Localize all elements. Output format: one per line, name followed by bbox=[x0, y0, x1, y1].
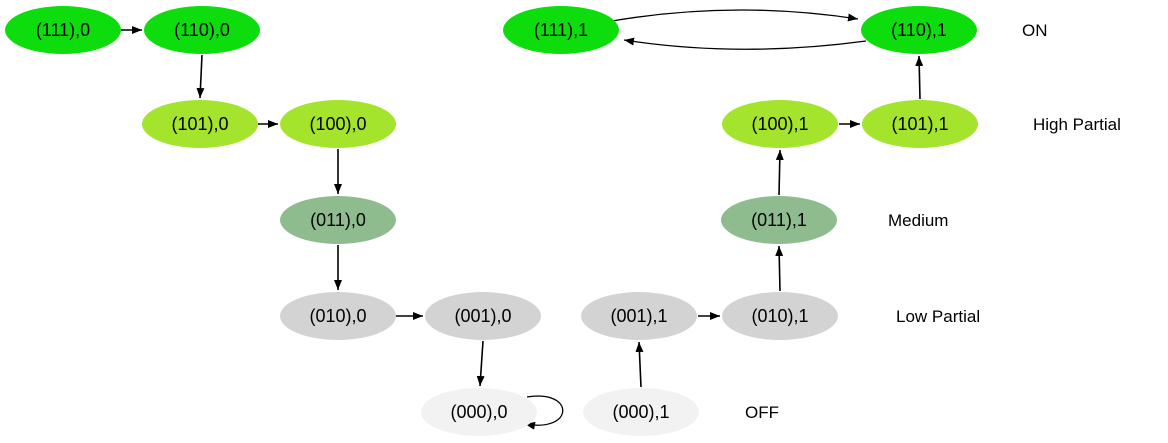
node-000-0-ellipse bbox=[421, 388, 537, 436]
node-011-1-label: (011),1 bbox=[751, 210, 807, 230]
node-110-1-ellipse bbox=[861, 6, 977, 54]
node-000-0-label: (000),0 bbox=[450, 402, 507, 422]
node-001-0: (001),0 bbox=[425, 292, 541, 340]
node-100-1: (100),1 bbox=[722, 100, 838, 148]
level-label-medium: Medium bbox=[888, 211, 948, 230]
edges-left bbox=[121, 26, 564, 430]
node-111-0-label: (111),0 bbox=[36, 20, 90, 40]
node-111-0-ellipse bbox=[5, 6, 121, 54]
node-100-0-ellipse bbox=[280, 100, 396, 148]
edge-101_1-to-110_1 bbox=[915, 55, 924, 100]
node-110-1: (110),1 bbox=[861, 6, 977, 54]
node-001-1-label: (001),1 bbox=[610, 306, 667, 326]
node-100-1-ellipse bbox=[722, 100, 838, 148]
node-100-1-label: (100),1 bbox=[751, 114, 808, 134]
edges-right bbox=[611, 9, 924, 388]
node-101-0-label: (101),0 bbox=[171, 114, 228, 134]
edge-010_1-to-011_1 bbox=[775, 245, 784, 292]
node-001-0-label: (001),0 bbox=[454, 306, 511, 326]
node-111-0: (111),0 bbox=[5, 6, 121, 54]
node-111-1: (111),1 bbox=[503, 6, 619, 54]
node-011-0: (011),0 bbox=[280, 196, 396, 244]
level-label-on: ON bbox=[1022, 21, 1048, 40]
edge-000_1-to-001_1 bbox=[635, 341, 644, 388]
level-label-low-partial: Low Partial bbox=[896, 307, 980, 326]
node-011-1-ellipse bbox=[721, 196, 837, 244]
edge-111_1-to-110_1 bbox=[611, 9, 859, 22]
node-011-1: (011),1 bbox=[721, 196, 837, 244]
node-110-0-ellipse bbox=[144, 6, 260, 54]
node-111-1-label: (111),1 bbox=[534, 20, 588, 40]
node-101-1: (101),1 bbox=[862, 100, 978, 148]
node-100-0-label: (100),0 bbox=[309, 114, 366, 134]
edge-110_1-to-111_1 bbox=[623, 37, 867, 50]
node-101-1-label: (101),1 bbox=[891, 114, 948, 134]
node-010-1-label: (010),1 bbox=[751, 306, 808, 326]
node-111-1-ellipse bbox=[503, 6, 619, 54]
edge-001_0-to-000_0 bbox=[476, 340, 485, 387]
node-000-1-ellipse bbox=[583, 388, 699, 436]
node-001-1-ellipse bbox=[581, 292, 697, 340]
node-010-0-ellipse bbox=[280, 292, 396, 340]
node-001-0-ellipse bbox=[425, 292, 541, 340]
node-110-1-label: (110),1 bbox=[891, 20, 947, 40]
node-100-0: (100),0 bbox=[280, 100, 396, 148]
node-011-0-label: (011),0 bbox=[310, 210, 366, 230]
level-labels: ON High Partial Medium Low Partial OFF bbox=[745, 21, 1121, 422]
node-011-0-ellipse bbox=[280, 196, 396, 244]
edge-011_1-to-100_1 bbox=[775, 149, 784, 196]
node-010-0: (010),0 bbox=[280, 292, 396, 340]
level-label-high-partial: High Partial bbox=[1033, 115, 1121, 134]
edge-110_0-to-101_0 bbox=[196, 54, 205, 99]
node-110-0: (110),0 bbox=[144, 6, 260, 54]
node-000-1: (000),1 bbox=[583, 388, 699, 436]
node-000-0: (000),0 bbox=[421, 388, 537, 436]
node-101-1-ellipse bbox=[862, 100, 978, 148]
level-label-off: OFF bbox=[745, 403, 779, 422]
node-101-0: (101),0 bbox=[142, 100, 258, 148]
node-010-0-label: (010),0 bbox=[309, 306, 366, 326]
node-010-1-ellipse bbox=[722, 292, 838, 340]
node-001-1: (001),1 bbox=[581, 292, 697, 340]
node-010-1: (010),1 bbox=[722, 292, 838, 340]
edge-000_0-self-loop bbox=[524, 395, 564, 430]
node-101-0-ellipse bbox=[142, 100, 258, 148]
node-110-0-label: (110),0 bbox=[174, 20, 230, 40]
node-000-1-label: (000),1 bbox=[612, 402, 669, 422]
